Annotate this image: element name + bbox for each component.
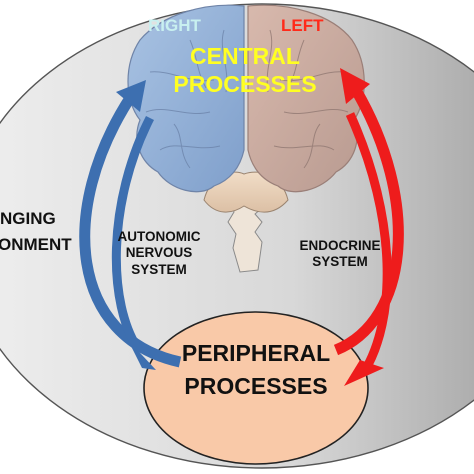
peripheral-ellipse (143, 311, 369, 465)
central-line2: PROCESSES (173, 70, 317, 97)
red-arrow-inner (345, 112, 392, 375)
environment-label-line1: NGING (0, 209, 56, 228)
red-arrowhead-up (340, 68, 370, 104)
endocrine-line1: ENDOCRINE (299, 238, 381, 253)
central-line1: CENTRAL (190, 43, 300, 69)
autonomic-line1: AUTONOMIC (117, 229, 201, 244)
endocrine-line2: SYSTEM (312, 254, 368, 270)
autonomic-line3: SYSTEM (131, 261, 187, 277)
autonomic-arrows (79, 80, 182, 370)
autonomic-line2: NERVOUS (125, 245, 193, 261)
blue-arrow-inner (111, 115, 155, 355)
red-arrowhead-down (344, 360, 384, 386)
central-processes-label: CENTRAL PROCESSES (170, 43, 320, 98)
peripheral-line2: PROCESSES (184, 373, 328, 400)
endocrine-system-label: ENDOCRINE SYSTEM (290, 238, 390, 271)
blue-arrowhead-down (128, 340, 156, 370)
red-arrow-outer (333, 87, 404, 356)
left-hemisphere-label: LEFT (281, 16, 324, 35)
endocrine-arrows (333, 68, 404, 386)
peripheral-line1: PERIPHERAL (181, 340, 331, 366)
autonomic-nervous-system-label: AUTONOMIC NERVOUS SYSTEM (100, 229, 218, 278)
peripheral-processes-label: PERIPHERAL PROCESSES (166, 337, 346, 404)
environment-label-line2: ONMENT (0, 235, 72, 254)
blue-arrowhead-up (116, 80, 146, 112)
right-hemisphere-label: RIGHT (148, 16, 201, 35)
